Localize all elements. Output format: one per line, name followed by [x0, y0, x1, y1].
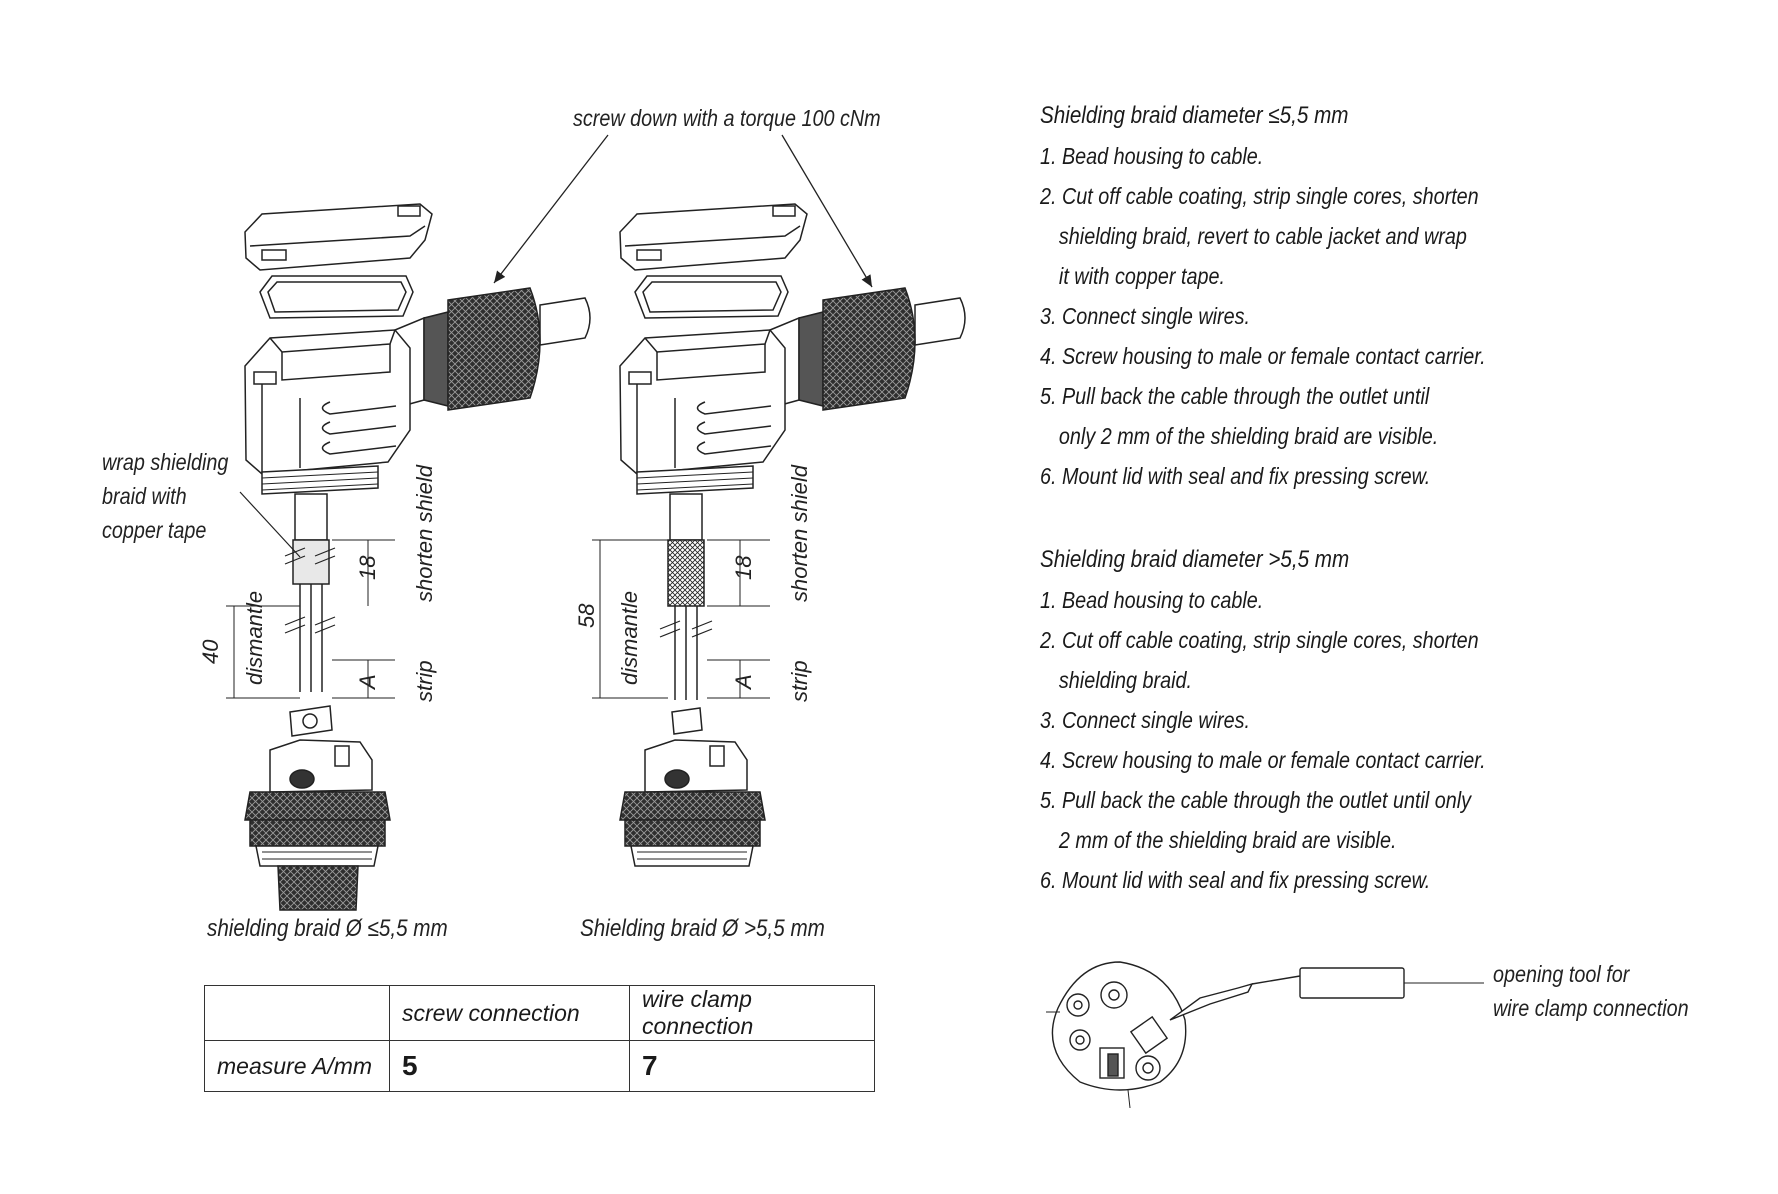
torque-callout: screw down with a torque 100 cNm [573, 106, 881, 132]
right-dim-strip: A [731, 674, 756, 691]
instructions-large-heading: Shielding braid diameter >5,5 mm [1040, 546, 1350, 573]
step-text: 3. Connect single wires. [1040, 707, 1251, 733]
instruction-step: 5. Pull back the cable through the outle… [1040, 780, 1522, 860]
step-text-continued: only 2 mm of the shielding braid are vis… [1058, 423, 1439, 449]
tool-callout-line2: wire clamp connection [1493, 996, 1689, 1022]
table-header-row: screw connection wire clamp connection [204, 985, 875, 1041]
right-contact-carrier [619, 707, 766, 867]
left-contact-carrier [244, 705, 391, 911]
instruction-step: 2. Cut off cable coating, strip single c… [1040, 620, 1522, 700]
left-copper-tape [292, 539, 330, 585]
instruction-step: 1. Bead housing to cable. [1040, 580, 1522, 620]
instruction-step: 6. Mount lid with seal and fix pressing … [1040, 456, 1522, 496]
step-text: 6. Mount lid with seal and fix pressing … [1040, 463, 1431, 489]
right-label-strip: strip [787, 660, 812, 702]
right-dim-shield: 18 [731, 555, 756, 580]
left-label-strip: strip [412, 660, 437, 702]
left-cable-out [539, 297, 591, 346]
opening-tool-detail [1046, 961, 1484, 1109]
step-text: 4. Screw housing to male or female conta… [1040, 747, 1486, 773]
tool-handle [1299, 967, 1405, 999]
step-text: 1. Bead housing to cable. [1040, 143, 1264, 169]
left-dim-strip: A [355, 674, 380, 691]
tool-blade [1169, 982, 1254, 1021]
clamp-spring [1129, 1015, 1169, 1055]
left-dim-total: 40 [198, 639, 223, 664]
instruction-step: 4. Screw housing to male or female conta… [1040, 336, 1522, 376]
step-text: 4. Screw housing to male or female conta… [1040, 343, 1486, 369]
table-header-cell: wire clamp connection [629, 985, 875, 1041]
step-text-continued: shielding braid, revert to cable jacket … [1058, 223, 1467, 249]
right-cable-out [914, 297, 966, 346]
instructions-small-braid: Shielding braid diameter ≤5,5 mm 1. Bead… [1040, 96, 1522, 496]
right-cable-jacket [669, 493, 703, 541]
left-dim-shield: 18 [355, 555, 380, 580]
right-connector [619, 203, 966, 867]
instruction-step: 1. Bead housing to cable. [1040, 136, 1522, 176]
torque-arrow-left [493, 134, 609, 284]
instruction-step: 3. Connect single wires. [1040, 700, 1522, 740]
left-lid [244, 203, 433, 271]
instruction-step: 5. Pull back the cable through the outle… [1040, 376, 1522, 456]
left-cable-jacket [294, 493, 328, 541]
left-dimensions [226, 539, 395, 699]
step-text: 5. Pull back the cable through the outle… [1040, 383, 1430, 409]
step-text: 3. Connect single wires. [1040, 303, 1251, 329]
right-lid [619, 203, 808, 271]
left-caption: shielding braid Ø ≤5,5 mm [207, 915, 448, 942]
right-label-shorten: shorten shield [787, 464, 812, 602]
step-text-continued: 2 mm of the shielding braid are visible. [1058, 827, 1397, 853]
wrap-callout-line3: copper tape [102, 518, 206, 544]
instructions-small-heading: Shielding braid diameter ≤5,5 mm [1040, 102, 1349, 129]
left-seal [259, 275, 414, 319]
instruction-step: 2. Cut off cable coating, strip single c… [1040, 176, 1522, 296]
table-header-cell: screw connection [389, 985, 630, 1041]
wrap-callout-line1: wrap shielding [102, 450, 228, 476]
table-cell: 7 [629, 1040, 875, 1092]
step-text: 5. Pull back the cable through the outle… [1040, 787, 1472, 813]
right-dim-total: 58 [574, 603, 599, 628]
step-text: 1. Bead housing to cable. [1040, 587, 1264, 613]
instruction-step: 6. Mount lid with seal and fix pressing … [1040, 860, 1522, 900]
right-dimensions [592, 539, 770, 699]
right-seal [634, 275, 789, 319]
step-text: 2. Cut off cable coating, strip single c… [1040, 183, 1479, 209]
wrap-callout-line2: braid with [102, 484, 187, 510]
step-text: 6. Mount lid with seal and fix pressing … [1040, 867, 1431, 893]
step-text-continued: shielding braid. [1058, 667, 1192, 693]
measure-table: screw connection wire clamp connection m… [204, 985, 875, 1092]
step-text: 2. Cut off cable coating, strip single c… [1040, 627, 1479, 653]
table-row-label: measure A/mm [204, 1040, 390, 1092]
left-housing [244, 329, 411, 475]
right-shielding-braid [667, 539, 705, 607]
tool-callout-line1: opening tool for [1493, 962, 1630, 988]
table-row: measure A/mm 5 7 [204, 1040, 875, 1092]
left-label-dismantle: dismantle [242, 591, 267, 685]
torque-arrow-right [781, 134, 873, 288]
right-caption: Shielding braid Ø >5,5 mm [580, 915, 825, 942]
instruction-step: 3. Connect single wires. [1040, 296, 1522, 336]
table-cell: 5 [389, 1040, 630, 1092]
right-label-dismantle: dismantle [617, 591, 642, 685]
left-label-shorten: shorten shield [412, 464, 437, 602]
left-connector [239, 203, 591, 911]
left-knurled-nut [447, 287, 541, 411]
right-housing [619, 329, 786, 475]
table-header-cell [204, 985, 390, 1041]
right-knurled-nut [822, 287, 916, 411]
instructions-large-braid: Shielding braid diameter >5,5 mm 1. Bead… [1040, 540, 1522, 900]
step-text-continued: it with copper tape. [1058, 263, 1225, 289]
instruction-step: 4. Screw housing to male or female conta… [1040, 740, 1522, 780]
